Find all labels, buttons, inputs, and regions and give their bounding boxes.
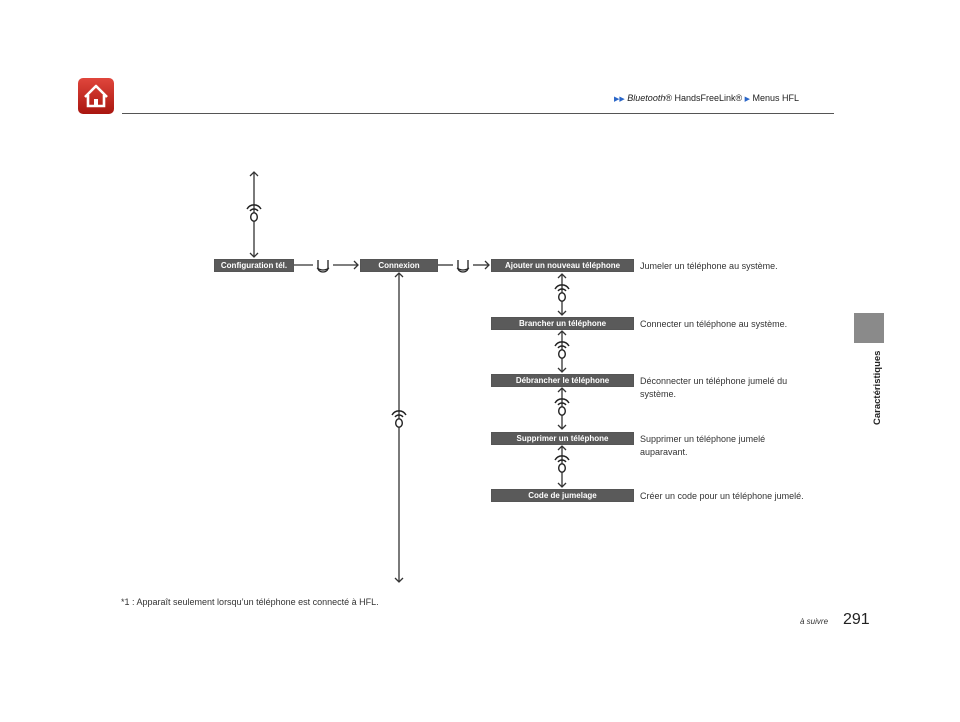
menu-box-disconnect-phone[interactable]: Débrancher le téléphone bbox=[491, 374, 634, 387]
breadcrumb-bluetooth[interactable]: Bluetooth bbox=[627, 93, 666, 103]
press-knob-icon bbox=[316, 260, 330, 273]
menu-box-add-phone[interactable]: Ajouter un nouveau téléphone bbox=[491, 259, 634, 272]
menu-box-connect-phone[interactable]: Brancher un téléphone bbox=[491, 317, 634, 330]
press-knob-icon bbox=[456, 260, 470, 273]
rotate-knob-icon bbox=[554, 398, 570, 416]
footnote: *1 : Apparaît seulement lorsqu’un téléph… bbox=[121, 597, 379, 607]
menu-box-connexion[interactable]: Connexion bbox=[360, 259, 438, 272]
rotate-knob-icon bbox=[554, 455, 570, 473]
desc-disconnect-phone: Déconnecter un téléphone jumelé du systè… bbox=[640, 376, 788, 399]
home-button[interactable] bbox=[78, 78, 114, 114]
page-number: 291 bbox=[843, 611, 870, 628]
rotate-knob-icon bbox=[554, 284, 570, 302]
desc-add-phone: Jumeler un téléphone au système. bbox=[640, 261, 778, 271]
header-divider bbox=[122, 113, 834, 114]
breadcrumb-arrow-icon: ▶ bbox=[744, 96, 751, 103]
breadcrumb-menus-hfl[interactable]: Menus HFL bbox=[752, 93, 800, 103]
rotate-knob-icon bbox=[554, 341, 570, 359]
desc-delete-phone: Supprimer un téléphone jumelé auparavant… bbox=[640, 434, 766, 457]
breadcrumb: ▶▶ Bluetooth® HandsFreeLink® ▶ Menus HFL bbox=[614, 93, 799, 103]
menu-box-delete-phone[interactable]: Supprimer un téléphone bbox=[491, 432, 634, 445]
menu-box-configuration[interactable]: Configuration tél. bbox=[214, 259, 294, 272]
desc-connect-phone: Connecter un téléphone au système. bbox=[640, 319, 788, 329]
rotate-knob-icon bbox=[246, 204, 262, 222]
rotate-knob-icon bbox=[391, 410, 407, 428]
breadcrumb-arrow-icon: ▶▶ bbox=[614, 96, 625, 103]
continued-label: à suivre bbox=[800, 617, 829, 626]
section-tab[interactable] bbox=[854, 313, 884, 343]
desc-pairing-code: Créer un code pour un téléphone jumelé. bbox=[640, 491, 804, 501]
menu-box-pairing-code[interactable]: Code de jumelage bbox=[491, 489, 634, 502]
home-icon bbox=[84, 84, 108, 108]
breadcrumb-handsfreelink[interactable]: ® HandsFreeLink® bbox=[665, 93, 743, 103]
